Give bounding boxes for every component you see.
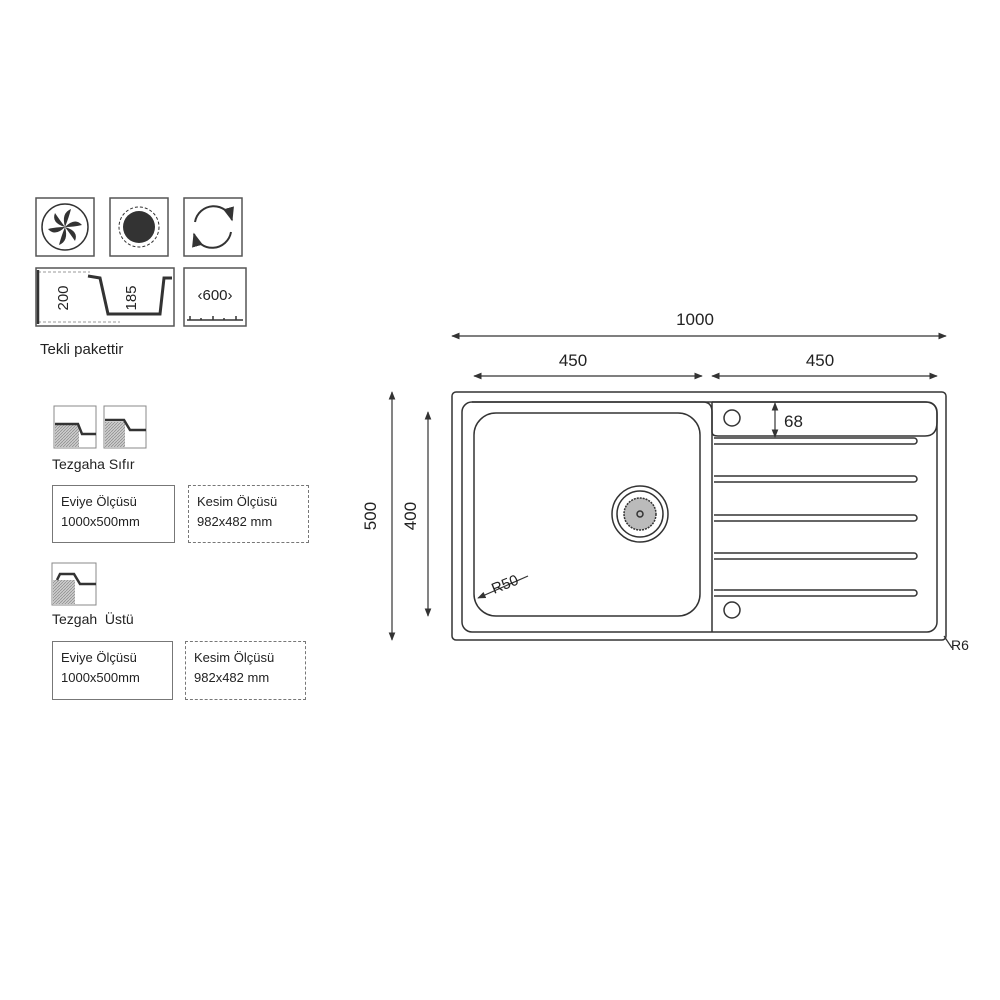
sink-size-label: Eviye Ölçüsü (61, 650, 137, 665)
tap-hole (723, 409, 741, 427)
top-sink-size-box: Eviye Ölçüsü 1000x500mm (52, 641, 173, 700)
bowl-depth-label: 185 (123, 285, 140, 310)
sink-size-value: 1000x500mm (61, 670, 140, 685)
depth-label: 200 (55, 285, 72, 310)
cut-size-value: 982x482 mm (197, 514, 273, 529)
top-mount-title: Tezgah Üstü (52, 611, 134, 627)
total-depth-label: 500 (361, 502, 380, 530)
sink-outline (451, 391, 947, 641)
hole-offset-label: 68 (784, 412, 803, 431)
reversible-icon (183, 197, 243, 257)
cut-size-label: Kesim Ölçüsü (197, 494, 278, 509)
sink-size-value: 1000x500mm (61, 514, 140, 529)
drainer-width-label: 450 (806, 351, 834, 370)
dimension-lines (388, 332, 953, 649)
bowl-depth-dim-label: 400 (401, 502, 420, 530)
flush-mount-icon (53, 405, 97, 449)
sink-rim (461, 401, 938, 633)
cabinet-width-icon: ‹600› (183, 267, 247, 327)
top-mount-icon (51, 562, 97, 606)
drainer-rim (472, 401, 938, 437)
cabinet-width-label: ‹600› (197, 287, 232, 304)
total-width-label: 1000 (676, 310, 714, 329)
sink-plan-drawing (451, 391, 947, 641)
drain-strainer (611, 485, 669, 543)
bowl-radius-label: R50 (489, 572, 521, 598)
flush-cut-size-box: Kesim Ölçüsü 982x482 mm (188, 485, 309, 543)
flush-sink-size-box: Eviye Ölçüsü 1000x500mm (52, 485, 175, 543)
fan-drying-icon (35, 197, 95, 257)
flush-mount-title: Tezgaha Sıfır (52, 456, 135, 472)
round-bowl-icon (109, 197, 169, 257)
bowl-outline (473, 412, 701, 617)
cut-size-label: Kesim Ölçüsü (194, 650, 275, 665)
drainer-grooves (714, 437, 918, 597)
package-note: Tekli pakettir (40, 341, 124, 358)
bowl-depth-icon: 200 185 (35, 267, 175, 327)
overflow-hole (723, 601, 741, 619)
cut-size-value: 982x482 mm (194, 670, 270, 685)
bowl-width-label: 450 (559, 351, 587, 370)
sink-size-label: Eviye Ölçüsü (61, 494, 137, 509)
top-cut-size-box: Kesim Ölçüsü 982x482 mm (185, 641, 306, 700)
flush-mount-icon-alt (103, 405, 147, 449)
corner-radius-label: R6 (951, 637, 969, 653)
